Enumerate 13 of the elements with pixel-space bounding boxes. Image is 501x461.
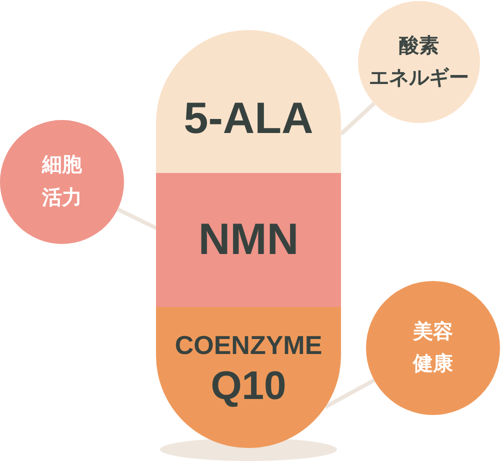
capsule-top-segment — [156, 30, 341, 173]
capsule-middle-segment — [156, 173, 341, 307]
bubble-label: 酸素エネルギー — [369, 34, 469, 91]
connector-line — [116, 207, 157, 230]
connector-line — [324, 378, 376, 409]
bubble-label: 美容健康 — [413, 320, 453, 377]
segment-label: NMN — [198, 218, 299, 262]
segment-label: 5-ALA — [184, 97, 314, 141]
bubble-label: 細胞活力 — [42, 153, 82, 211]
segment-label: Q10 — [210, 366, 286, 406]
segment-label: COENZYME — [174, 332, 322, 358]
connector-line — [340, 102, 376, 136]
capsule-bottom-segment — [156, 307, 341, 448]
